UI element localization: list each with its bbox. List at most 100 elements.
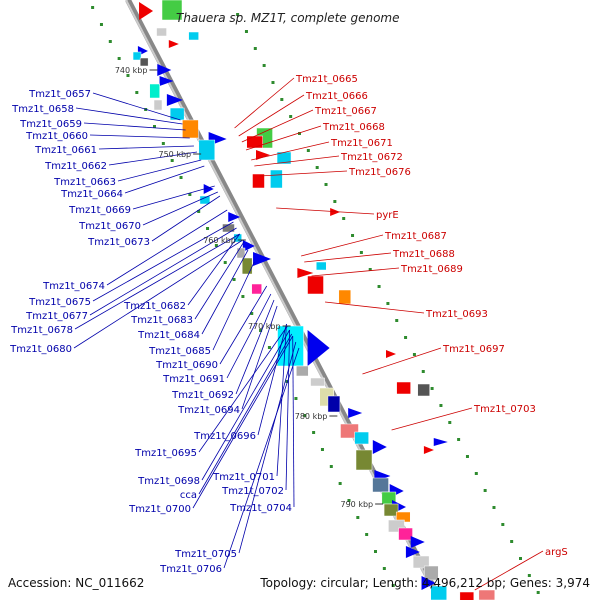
gene-feature-arrow[interactable] (168, 40, 179, 48)
gene-feature[interactable] (233, 233, 242, 243)
gene-feature-arrow[interactable] (433, 438, 448, 446)
gene-feature[interactable] (251, 283, 262, 295)
gene-feature-arrow[interactable] (423, 446, 434, 454)
gene-label-right[interactable]: Tmz1t_0671 (330, 138, 393, 149)
gene-label-left[interactable]: Tmz1t_0657 (28, 89, 91, 100)
gene-label-right[interactable]: Tmz1t_0667 (314, 106, 377, 117)
gene-feature[interactable] (424, 565, 439, 581)
gene-feature-arrow[interactable] (372, 440, 387, 454)
gene-feature-arrow[interactable] (203, 184, 214, 194)
gene-feature[interactable] (169, 107, 185, 121)
gene-feature[interactable] (149, 83, 160, 99)
gene-label-left[interactable]: Tmz1t_0706 (159, 564, 222, 575)
gene-feature[interactable] (307, 275, 324, 295)
gene-feature[interactable] (198, 139, 216, 161)
gene-label-left[interactable]: Tmz1t_0704 (229, 503, 292, 514)
gene-feature[interactable] (277, 325, 304, 367)
gene-feature-arrow[interactable] (253, 252, 272, 266)
gene-feature[interactable] (478, 589, 496, 600)
gene-label-left[interactable]: Tmz1t_0680 (9, 344, 72, 355)
gene-feature[interactable] (132, 51, 142, 61)
gene-feature[interactable] (241, 257, 253, 275)
gene-label-left[interactable]: Tmz1t_0702 (221, 486, 284, 497)
gene-feature[interactable] (156, 27, 167, 37)
gene-label-left[interactable]: Tmz1t_0663 (53, 177, 116, 188)
gene-feature[interactable] (315, 261, 327, 271)
gene-label-right[interactable]: argS (545, 547, 568, 558)
gene-label-right[interactable]: Tmz1t_0687 (384, 231, 447, 242)
gene-feature-arrow[interactable] (410, 536, 425, 548)
gene-label-left[interactable]: Tmz1t_0698 (137, 476, 200, 487)
gene-feature[interactable] (354, 431, 369, 445)
gene-feature[interactable] (355, 449, 373, 471)
gene-label-left[interactable]: Tmz1t_0674 (42, 281, 105, 292)
gene-feature[interactable] (153, 99, 163, 111)
gene-label-left[interactable]: Tmz1t_0669 (68, 205, 131, 216)
gene-feature[interactable] (383, 503, 399, 517)
gene-label-left[interactable]: Tmz1t_0670 (78, 221, 141, 232)
gene-feature-arrow[interactable] (256, 150, 270, 160)
gene-feature-arrow[interactable] (157, 64, 172, 76)
gene-label-left[interactable]: Tmz1t_0696 (193, 431, 256, 442)
gene-label-right[interactable]: Tmz1t_0689 (400, 264, 463, 275)
gene-feature[interactable] (236, 247, 246, 259)
gene-label-left[interactable]: Tmz1t_0661 (34, 145, 97, 156)
gene-label-left[interactable]: Tmz1t_0690 (155, 360, 218, 371)
gene-label-right[interactable]: Tmz1t_0697 (442, 344, 505, 355)
gene-feature[interactable] (372, 477, 389, 493)
gene-label-right[interactable]: pyrE (376, 210, 399, 221)
gene-feature[interactable] (310, 377, 325, 387)
gene-feature[interactable] (139, 57, 149, 67)
gene-label-right[interactable]: Tmz1t_0665 (295, 74, 358, 85)
gene-feature-arrow[interactable] (405, 546, 420, 558)
gene-feature-arrow[interactable] (307, 330, 330, 366)
gene-label-right[interactable]: Tmz1t_0703 (473, 404, 536, 415)
gene-label-left[interactable]: Tmz1t_0677 (25, 311, 88, 322)
gene-label-left[interactable]: Tmz1t_0684 (137, 330, 200, 341)
gene-feature[interactable] (161, 0, 183, 21)
gene-feature[interactable] (252, 173, 265, 189)
gene-feature[interactable] (199, 195, 211, 205)
gene-label-left[interactable]: Tmz1t_0695 (134, 448, 197, 459)
gene-feature-arrow[interactable] (242, 240, 255, 252)
gene-feature[interactable] (430, 585, 447, 600)
gene-label-left[interactable]: Tmz1t_0659 (19, 119, 82, 130)
gene-label-left[interactable]: Tmz1t_0691 (162, 374, 225, 385)
gene-feature-arrow[interactable] (139, 2, 154, 20)
gene-label-left[interactable]: Tmz1t_0662 (44, 161, 107, 172)
gene-label-right[interactable]: Tmz1t_0693 (425, 309, 488, 320)
gene-label-left[interactable]: Tmz1t_0678 (10, 325, 73, 336)
gene-feature[interactable] (188, 31, 199, 41)
gene-feature[interactable] (396, 381, 411, 395)
gene-label-left[interactable]: Tmz1t_0700 (128, 504, 191, 515)
gene-feature[interactable] (246, 135, 263, 149)
gene-feature[interactable] (338, 289, 352, 305)
gene-feature[interactable] (417, 383, 430, 397)
gene-feature[interactable] (398, 527, 413, 541)
gene-label-right[interactable]: Tmz1t_0676 (348, 167, 411, 178)
gene-label-left[interactable]: Tmz1t_0694 (177, 405, 240, 416)
gene-label-right[interactable]: Tmz1t_0672 (340, 152, 403, 163)
gene-label-left[interactable]: Tmz1t_0685 (148, 346, 211, 357)
gene-feature-arrow[interactable] (159, 76, 174, 86)
gene-feature[interactable] (459, 591, 475, 600)
gene-feature[interactable] (340, 423, 359, 439)
gene-feature-arrow[interactable] (297, 268, 314, 278)
gene-label-left[interactable]: cca (180, 490, 197, 501)
gene-label-left[interactable]: Tmz1t_0673 (87, 237, 150, 248)
gene-feature[interactable] (182, 119, 199, 139)
gene-feature-arrow[interactable] (228, 212, 241, 222)
gene-label-left[interactable]: Tmz1t_0660 (25, 131, 88, 142)
gene-feature-arrow[interactable] (348, 408, 363, 418)
gene-label-left[interactable]: Tmz1t_0692 (171, 390, 234, 401)
gene-label-right[interactable]: Tmz1t_0666 (305, 91, 368, 102)
gene-label-left[interactable]: Tmz1t_0683 (130, 315, 193, 326)
gene-feature-arrow[interactable] (386, 350, 396, 358)
gene-label-left[interactable]: Tmz1t_0701 (212, 472, 275, 483)
gene-label-left[interactable]: Tmz1t_0675 (28, 297, 91, 308)
gene-label-left[interactable]: Tmz1t_0705 (174, 549, 237, 560)
gene-label-left[interactable]: Tmz1t_0664 (60, 189, 123, 200)
gene-label-left[interactable]: Tmz1t_0658 (11, 104, 74, 115)
gene-feature[interactable] (327, 395, 341, 413)
gene-label-right[interactable]: Tmz1t_0688 (392, 249, 455, 260)
